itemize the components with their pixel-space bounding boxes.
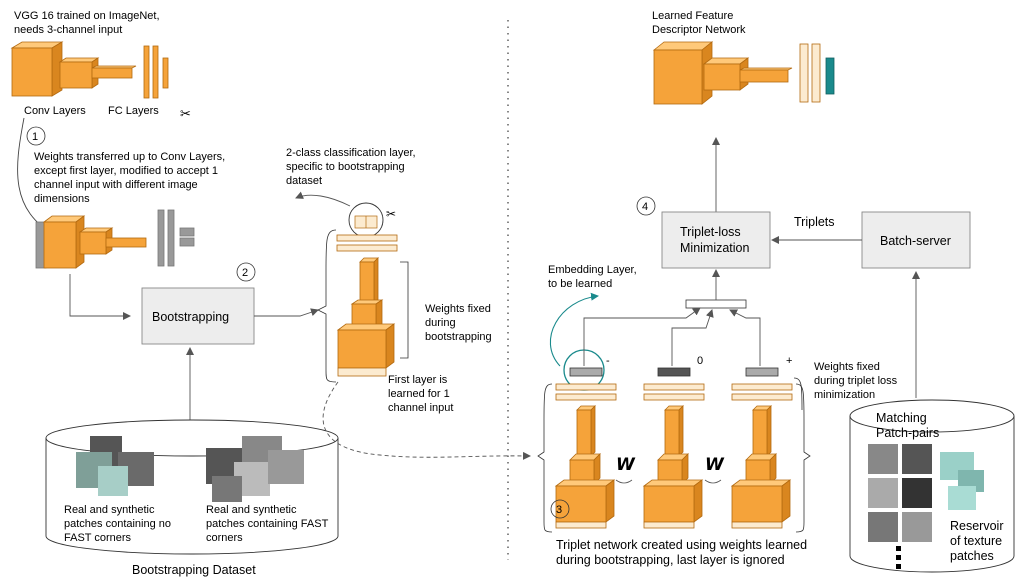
- weights-fixed-triplet-line1: Weights fixed: [814, 361, 880, 373]
- texture-patches-image: [868, 444, 984, 542]
- step-3-number: 3: [556, 504, 562, 516]
- reservoir-caption-line3: patches: [950, 549, 994, 563]
- no-fast-patches-image: [76, 436, 154, 496]
- learned-network-icon: [652, 41, 835, 105]
- embedding-arrow: [549, 292, 599, 367]
- weights-fixed-bootstrap-line2: during: [425, 317, 456, 329]
- connector-bootstrap-to-net: [254, 308, 319, 317]
- first-layer-note-line3: channel input: [388, 402, 453, 414]
- learned-network-label-line2: Descriptor Network: [652, 24, 746, 36]
- triplet-caption-line2: during bootstrapping, last layer is igno…: [556, 553, 785, 567]
- embedding-layer-neg: [569, 367, 603, 377]
- fast-label-line1: Real and synthetic: [206, 504, 297, 516]
- fast-label-line2: patches containing FAST: [206, 518, 329, 530]
- reservoir-caption-line2: of texture: [950, 534, 1002, 548]
- weights-fixed-bootstrap-line1: Weights fixed: [425, 303, 491, 315]
- bootstrap-tower: [336, 234, 398, 377]
- weights-fixed-triplet-line3: minimization: [814, 389, 875, 401]
- triplet-caption-line1: Triplet network created using weights le…: [556, 538, 807, 552]
- bootstrap-brace: [317, 229, 337, 383]
- connector-to-bootstrapping: [69, 274, 131, 320]
- embedding-layer-anchor: [657, 367, 691, 377]
- reservoir-caption-line1: Reservoir: [950, 519, 1004, 533]
- weights-transferred-line3: channel input with different image: [34, 179, 198, 191]
- triplet-loss-line2: Minimization: [680, 241, 750, 255]
- triplet-tower-pos: [730, 383, 793, 529]
- batch-server-label: Batch-server: [880, 234, 951, 248]
- bootstrapping-box: [141, 287, 255, 345]
- classification-note-line3: dataset: [286, 175, 322, 187]
- step-1-marker: [26, 126, 46, 146]
- weights-transferred-line1: Weights transferred up to Conv Layers,: [34, 151, 225, 163]
- step-4-marker: [636, 196, 656, 216]
- triplet-combiner: [685, 299, 747, 309]
- shared-weight-label-2: W: [705, 455, 725, 475]
- step-1-number: 1: [32, 131, 38, 143]
- matching-pairs-line2: Patch-pairs: [876, 426, 939, 440]
- no-fast-label-line1: Real and synthetic: [64, 504, 155, 516]
- sign-pos: +: [786, 355, 792, 367]
- weights-fixed-bracket: [400, 261, 409, 359]
- learned-network-label-line1: Learned Feature: [652, 10, 733, 22]
- embedding-label-line1: Embedding Layer,: [548, 264, 637, 276]
- classification-arrow: [295, 191, 351, 207]
- step-2-number: 2: [242, 267, 248, 279]
- ellipsis-dots: [896, 546, 901, 569]
- embedding-label-line2: to be learned: [548, 278, 612, 290]
- fc-layers-label: FC Layers: [108, 105, 159, 117]
- step-3-marker: [550, 499, 570, 519]
- vgg-network-icon: [10, 41, 169, 99]
- scissors-icon: ✂: [386, 207, 396, 221]
- no-fast-label-line2: patches containing no: [64, 518, 171, 530]
- conv-layers-label: Conv Layers: [24, 105, 86, 117]
- triplets-label: Triplets: [794, 215, 835, 229]
- scissors-icon: ✂: [180, 106, 191, 121]
- sign-neg: -: [606, 355, 610, 367]
- first-layer-note-line1: First layer is: [388, 374, 448, 386]
- transfer-to-triplet-arrow: [322, 381, 531, 460]
- embedding-layer-pos: [745, 367, 779, 377]
- step-2-marker: [236, 262, 256, 282]
- classification-note-line2: specific to bootstrapping: [286, 161, 405, 173]
- step-4-number: 4: [642, 201, 648, 213]
- vgg-label-line2: needs 3-channel input: [14, 24, 122, 36]
- no-fast-label-line3: FAST corners: [64, 532, 132, 544]
- weights-fixed-triplet-line2: during triplet loss: [814, 375, 898, 387]
- batch-server-box: [861, 211, 971, 269]
- triplet-tower-anchor: [642, 383, 705, 529]
- fast-label-line3: corners: [206, 532, 243, 544]
- classification-note-line1: 2-class classification layer,: [286, 147, 416, 159]
- dataset-title: Bootstrapping Dataset: [132, 563, 256, 577]
- triplet-tower-neg: [554, 383, 617, 529]
- shared-weight-arrow-2: [704, 479, 722, 484]
- fast-patches-image: [206, 436, 304, 502]
- weights-transferred-line2: except first layer, modified to accept 1: [34, 165, 218, 177]
- triplet-brace-left: [537, 383, 553, 533]
- weights-transferred-line4: dimensions: [34, 193, 90, 205]
- triplet-brace-right: [795, 383, 811, 533]
- vgg-label-line1: VGG 16 trained on ImageNet,: [14, 10, 160, 22]
- triplet-loss-box: [661, 211, 771, 269]
- triplet-loss-line1: Triplet-loss: [680, 225, 741, 239]
- shared-weight-arrow-1: [615, 479, 633, 484]
- weights-fixed-bootstrap-line3: bootstrapping: [425, 331, 492, 343]
- matching-pairs-line1: Matching: [876, 411, 927, 425]
- sign-zero: 0: [697, 355, 703, 367]
- first-layer-note-line2: learned for 1: [388, 388, 450, 400]
- bootstrapping-label: Bootstrapping: [152, 310, 229, 324]
- modified-network-icon: [35, 209, 195, 269]
- shared-weight-label-1: W: [616, 455, 636, 475]
